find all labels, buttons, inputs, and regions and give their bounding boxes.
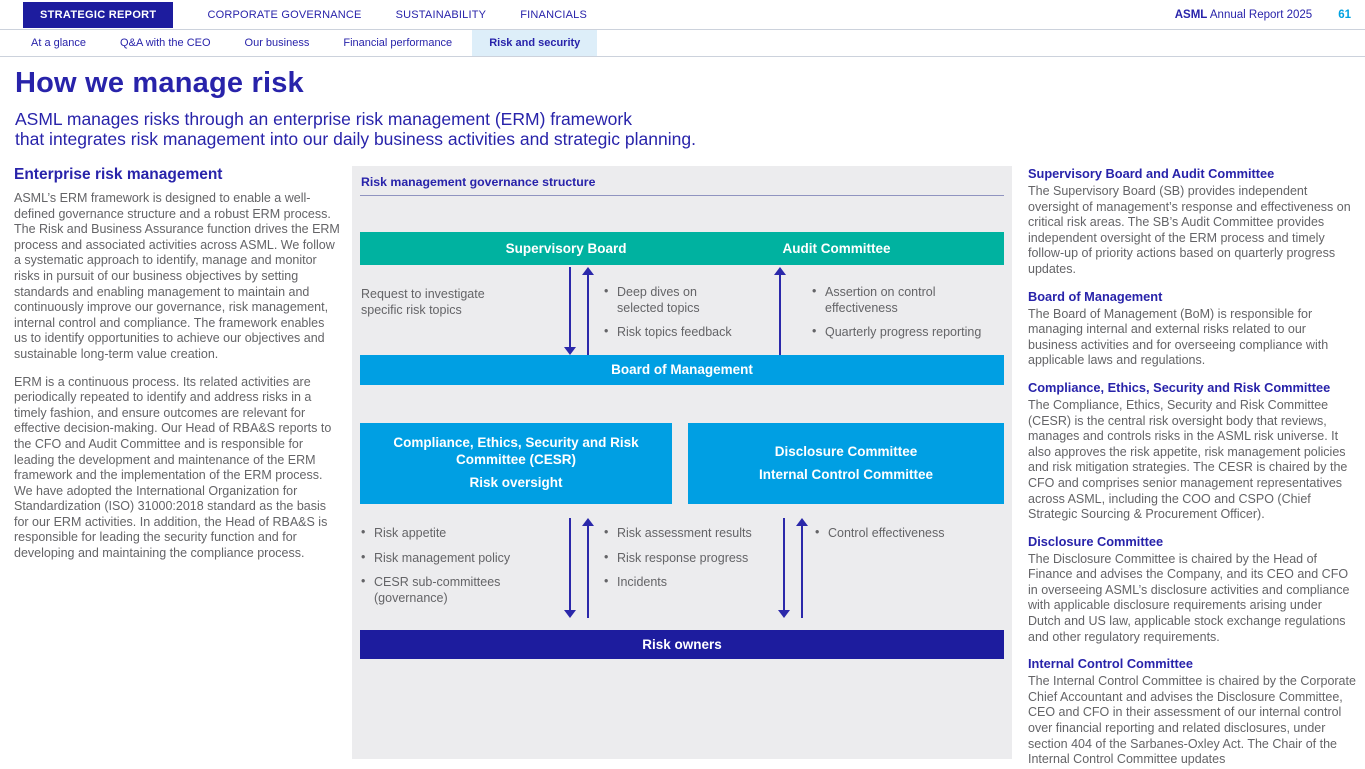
nav-sustainability[interactable]: SUSTAINABILITY <box>395 8 487 21</box>
bullet-item: Risk response progress <box>604 550 774 567</box>
top-navigation-bar: STRATEGIC REPORT CORPORATE GOVERNANCE SU… <box>0 0 1365 30</box>
lower-middle-bullets: Risk assessment results Risk response pr… <box>604 525 774 600</box>
diagram-title-divider <box>360 195 1004 196</box>
risk-owners-bar: Risk owners <box>360 630 1004 659</box>
section-heading: Supervisory Board and Audit Committee <box>1028 166 1275 181</box>
cesr-box-title: Compliance, Ethics, Security and Risk Co… <box>393 435 639 467</box>
section-body: The Supervisory Board (SB) provides inde… <box>1028 184 1351 276</box>
erm-paragraph-2: ERM is a continuous process. Its related… <box>14 374 332 561</box>
nav-corporate-governance[interactable]: CORPORATE GOVERNANCE <box>207 8 362 21</box>
arrow-down-icon <box>564 518 576 618</box>
bullet-item: Risk topics feedback <box>604 324 769 341</box>
nav-strategic-report[interactable]: STRATEGIC REPORT <box>23 2 174 28</box>
erm-paragraph-1: ASML’s ERM framework is designed to enab… <box>14 191 340 361</box>
tab-at-a-glance[interactable]: At a glance <box>31 37 87 49</box>
section-body: The Compliance, Ethics, Security and Ris… <box>1028 397 1348 522</box>
cesr-box-subtitle: Risk oversight <box>469 475 563 491</box>
page-number: 61 <box>1338 8 1351 21</box>
cesr-committee-box: Compliance, Ethics, Security and Risk Co… <box>360 423 672 504</box>
right-text-column: Supervisory Board and Audit Committee Th… <box>1028 166 1356 768</box>
tab-risk-and-security[interactable]: Risk and security <box>472 30 598 56</box>
upper-middle-bullets: Deep dives on selected topics Risk topic… <box>604 284 769 350</box>
tab-qa-with-the-ceo[interactable]: Q&A with the CEO <box>120 37 211 49</box>
section-heading: Board of Management <box>1028 288 1163 304</box>
section-heading: Compliance, Ethics, Security and Risk Co… <box>1028 379 1331 395</box>
page-subtitle: ASML manages risks through an enterprise… <box>15 109 1351 149</box>
left-text-column: Enterprise risk management ASML’s ERM fr… <box>14 166 340 562</box>
arrow-up-icon <box>582 267 594 355</box>
bullet-item: Incidents <box>604 574 774 591</box>
page-title: How we manage risk <box>15 67 304 99</box>
subtitle-line-2: that integrates risk management into our… <box>15 129 696 149</box>
arrow-up-icon <box>774 267 786 355</box>
bullet-item: Control effectiveness <box>815 525 995 542</box>
arrow-down-icon <box>778 518 790 618</box>
section-body: The Disclosure Committee is chaired by t… <box>1028 551 1350 644</box>
disclosure-internal-control-box: Disclosure Committee Internal Control Co… <box>688 423 1004 504</box>
disclosure-committee-label: Disclosure Committee <box>774 443 918 459</box>
section-body: The Internal Control Committee is chaire… <box>1028 674 1356 767</box>
brand-name: ASML <box>1174 8 1208 21</box>
section-heading: Disclosure Committee <box>1028 533 1164 549</box>
arrow-up-icon <box>796 518 808 618</box>
tab-our-business[interactable]: Our business <box>244 37 310 49</box>
left-column-heading: Enterprise risk management <box>14 166 223 183</box>
section-body: The Board of Management (BoM) is respons… <box>1028 306 1329 368</box>
section-tab-bar: At a glance Q&A with the CEO Our busines… <box>0 30 1365 57</box>
arrow-up-icon <box>582 518 594 618</box>
lower-left-bullets: Risk appetite Risk management policy CES… <box>361 525 541 615</box>
board-of-management-bar: Board of Management <box>360 355 1004 385</box>
nav-financials[interactable]: FINANCIALS <box>520 8 588 21</box>
bullet-item: Risk appetite <box>361 525 541 542</box>
governance-structure-diagram: Risk management governance structure Sup… <box>352 166 1012 759</box>
bullet-item: Risk management policy <box>361 550 541 567</box>
bullet-item: Deep dives on selected topics <box>604 284 769 316</box>
supervisory-audit-bar: Supervisory Board Audit Committee <box>360 232 1004 265</box>
bullet-item: Quarterly progress reporting <box>812 324 1002 341</box>
diagram-title: Risk management governance structure <box>361 175 596 189</box>
report-identifier: ASML Annual Report 2025 <box>1175 9 1312 21</box>
request-investigate-note: Request to investigate specific risk top… <box>361 287 485 317</box>
bullet-item: CESR sub-committees (governance) <box>361 574 541 606</box>
section-heading: Internal Control Committee <box>1028 656 1193 672</box>
internal-control-committee-label: Internal Control Committee <box>758 467 933 482</box>
bullet-item: Assertion on control effectiveness <box>812 284 1002 316</box>
supervisory-board-label: Supervisory Board <box>505 241 627 256</box>
upper-right-bullets: Assertion on control effectiveness Quart… <box>812 284 1002 350</box>
lower-right-bullets: Control effectiveness <box>815 525 995 551</box>
bullet-item: Risk assessment results <box>604 525 774 542</box>
tab-financial-performance[interactable]: Financial performance <box>343 37 453 49</box>
subtitle-line-1: ASML manages risks through an enterprise… <box>15 109 632 129</box>
audit-committee-label: Audit Committee <box>782 241 891 256</box>
report-title: Annual Report 2025 <box>1209 8 1313 21</box>
arrow-down-icon <box>564 267 576 355</box>
